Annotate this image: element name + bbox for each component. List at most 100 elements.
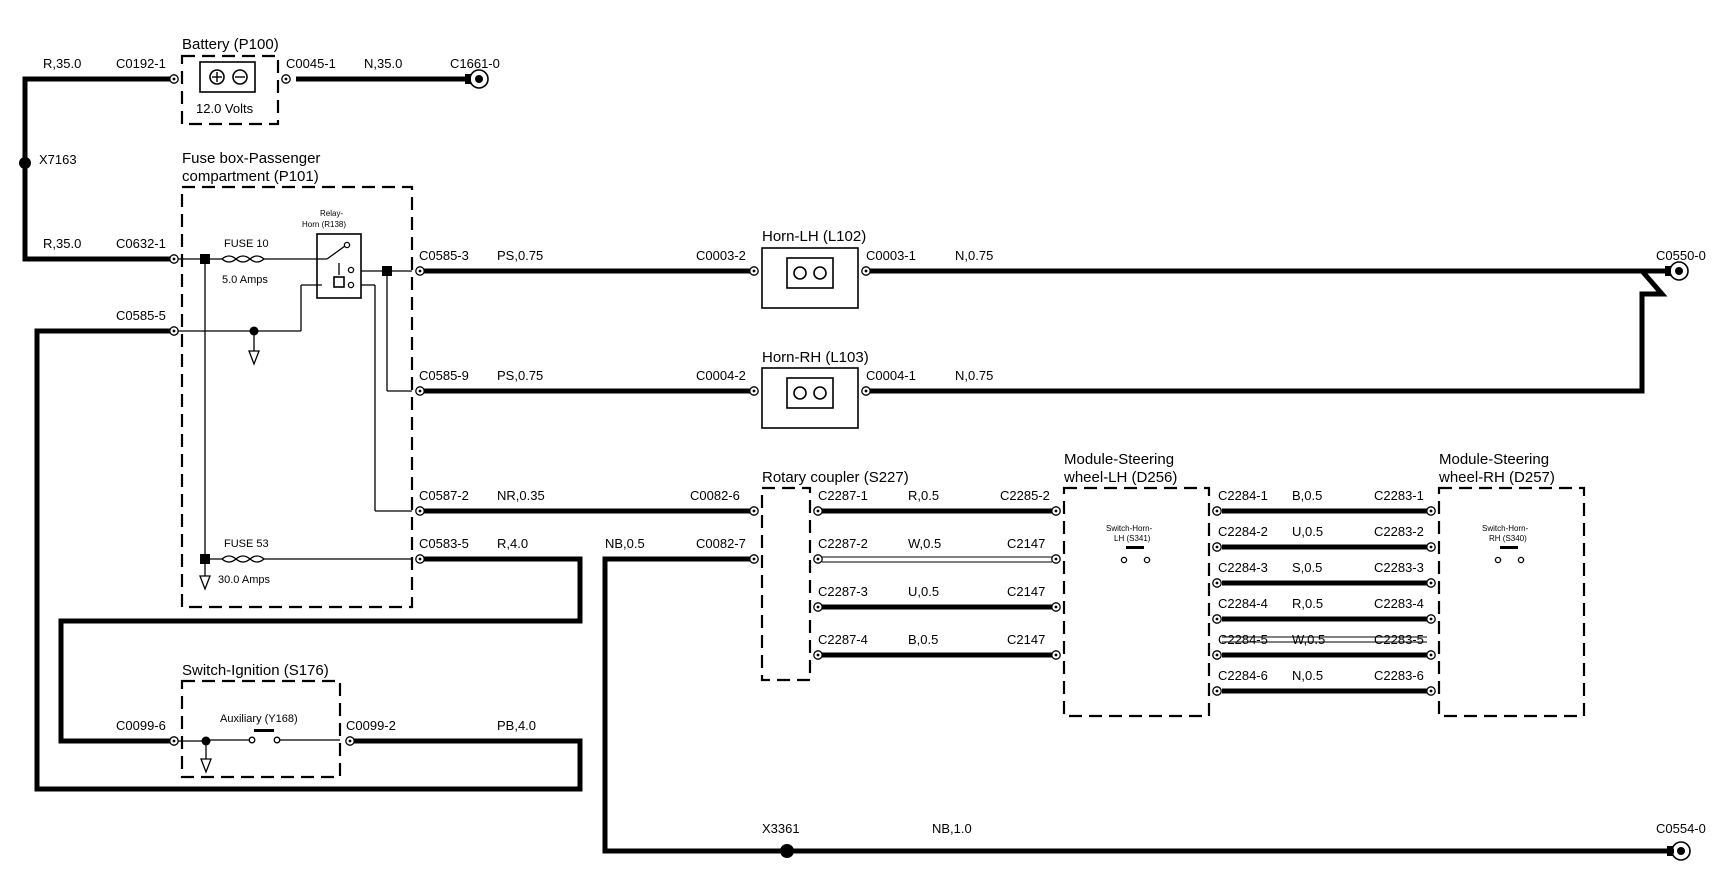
- conn-c2284-2: C2284-2: [1218, 524, 1268, 539]
- switch-horn-lh-1: Switch-Horn-: [1106, 524, 1153, 533]
- conn-c0004-2: C0004-2: [696, 368, 746, 383]
- switch-icon: [1120, 546, 1151, 564]
- wire-mod-6: N,0.5: [1292, 668, 1323, 683]
- wire-bat-neg: N,35.0: [364, 56, 402, 71]
- module-rh-title-1: Module-Steering: [1439, 451, 1549, 468]
- horn-rh-title: Horn-RH (L103): [762, 349, 869, 366]
- wire-mod-3: S,0.5: [1292, 560, 1322, 575]
- switch-horn-lh-2: LH (S341): [1114, 534, 1151, 543]
- labels: R,35.0 C0192-1 C0045-1 N,35.0 C1661-0 X7…: [39, 56, 1706, 836]
- wire-horn-rh-gnd: N,0.75: [955, 368, 993, 383]
- fusebox-internal: [174, 233, 412, 774]
- battery-voltage: 12.0 Volts: [196, 101, 254, 116]
- wire-ground-main: NB,1.0: [932, 821, 972, 836]
- conn-c2147-c: C2147: [1007, 632, 1045, 647]
- conn-c0585-3: C0585-3: [419, 248, 469, 263]
- conn-c2283-3: C2283-3: [1374, 560, 1424, 575]
- conn-c0082-7: C0082-7: [696, 536, 746, 551]
- switch-icon: [1494, 546, 1525, 564]
- fuse10-name: FUSE 10: [224, 238, 269, 250]
- wire-rc2: W,0.5: [908, 536, 941, 551]
- fuse53-name: FUSE 53: [224, 538, 269, 550]
- ground-icon: [200, 741, 212, 774]
- conn-c2283-2: C2283-2: [1374, 524, 1424, 539]
- conn-c0550-0: C0550-0: [1656, 248, 1706, 263]
- fuse53-rating: 30.0 Amps: [218, 574, 270, 586]
- ignition-contact: Auxiliary (Y168): [220, 713, 298, 725]
- wire-mod-4: R,0.5: [1292, 596, 1323, 611]
- thick-wires: [22, 76, 1674, 854]
- wire-horn-rh-feed: PS,0.75: [497, 368, 543, 383]
- horn-lh-title: Horn-LH (L102): [762, 228, 866, 245]
- wire-horn-lh-feed: PS,0.75: [497, 248, 543, 263]
- wire-coupler-feed: NR,0.35: [497, 488, 545, 503]
- eyelet-ground-icon: [465, 69, 489, 89]
- wire-rc4: B,0.5: [908, 632, 938, 647]
- fuse-icon: [221, 555, 265, 563]
- eyelet-ground-icon: [1665, 261, 1689, 281]
- battery: Battery (P100) 12.0 Volts: [180, 36, 280, 126]
- horn-icon: [786, 257, 834, 289]
- fuse-box-title-2: compartment (P101): [182, 168, 319, 185]
- wire-fuse53-out: R,4.0: [497, 536, 528, 551]
- wire-horn-lh-gnd: N,0.75: [955, 248, 993, 263]
- relay-label-2: Horn (R138): [302, 220, 346, 229]
- conn-c0045-1: C0045-1: [286, 56, 336, 71]
- conn-c1661-0: C1661-0: [450, 56, 500, 71]
- conn-c2287-2: C2287-2: [818, 536, 868, 551]
- conn-c0583-5: C0583-5: [419, 536, 469, 551]
- conn-c0554-0: C0554-0: [1656, 821, 1706, 836]
- conn-c0585-9: C0585-9: [419, 368, 469, 383]
- conn-c2283-4: C2283-4: [1374, 596, 1424, 611]
- wire-bat-pos: R,35.0: [43, 56, 81, 71]
- splice-dot: [19, 157, 31, 169]
- conn-c2284-3: C2284-3: [1218, 560, 1268, 575]
- conn-c2287-1: C2287-1: [818, 488, 868, 503]
- relay-icon: [316, 233, 362, 299]
- conn-c0004-1: C0004-1: [866, 368, 916, 383]
- ignition-switch: Switch-Ignition (S176) Auxiliary (Y168): [180, 662, 342, 779]
- relay-label-1: Relay-: [320, 209, 343, 218]
- rotary-coupler-title: Rotary coupler (S227): [762, 469, 909, 486]
- fuse-icon: [221, 255, 265, 263]
- conn-c0587-2: C0587-2: [419, 488, 469, 503]
- horn-icon: [786, 377, 834, 409]
- wire-ign-out: PB,4.0: [497, 718, 536, 733]
- switch-icon: [206, 729, 340, 744]
- battery-minus-icon: [232, 69, 248, 85]
- ground-icon: [248, 350, 260, 366]
- conn-c0082-6: C0082-6: [690, 488, 740, 503]
- conn-c0585-5: C0585-5: [116, 308, 166, 323]
- wire-feed-fusebox: R,35.0: [43, 236, 81, 251]
- module-lh-title-1: Module-Steering: [1064, 451, 1174, 468]
- wire-rc3: U,0.5: [908, 584, 939, 599]
- conn-c2147-b: C2147: [1007, 584, 1045, 599]
- battery-title: Battery (P100): [182, 36, 279, 53]
- conn-c0099-6: C0099-6: [116, 718, 166, 733]
- module-lh-title-2: wheel-LH (D256): [1063, 469, 1177, 486]
- white-wires: [822, 556, 1427, 643]
- module-rh-title-2: wheel-RH (D257): [1438, 469, 1555, 486]
- conn-c0632-1: C0632-1: [116, 236, 166, 251]
- conn-c2287-4: C2287-4: [818, 632, 868, 647]
- conn-c2284-6: C2284-6: [1218, 668, 1268, 683]
- conn-c2283-6: C2283-6: [1374, 668, 1424, 683]
- fuse10-rating: 5.0 Amps: [222, 274, 268, 286]
- module-rh: Module-Steering wheel-RH (D257) Switch-H…: [1437, 451, 1586, 718]
- conn-c0099-2: C0099-2: [346, 718, 396, 733]
- eyelet-ground-icon: [1667, 841, 1691, 861]
- wire-mod-1: B,0.5: [1292, 488, 1322, 503]
- module-lh: Module-Steering wheel-LH (D256) Switch-H…: [1062, 451, 1211, 718]
- wire-mod-5: W,0.5: [1292, 632, 1325, 647]
- horn-rh: Horn-RH (L103): [761, 349, 869, 429]
- splice-x3361: X3361: [762, 821, 800, 836]
- conn-c0192-1: C0192-1: [116, 56, 166, 71]
- conn-c2285-2: C2285-2: [1000, 488, 1050, 503]
- conn-c2284-1: C2284-1: [1218, 488, 1268, 503]
- splice-dot: [780, 844, 794, 858]
- wire-coupler-gnd: NB,0.5: [605, 536, 645, 551]
- wire-mod-2: U,0.5: [1292, 524, 1323, 539]
- splice-x7163: X7163: [39, 152, 77, 167]
- conn-c0003-1: C0003-1: [866, 248, 916, 263]
